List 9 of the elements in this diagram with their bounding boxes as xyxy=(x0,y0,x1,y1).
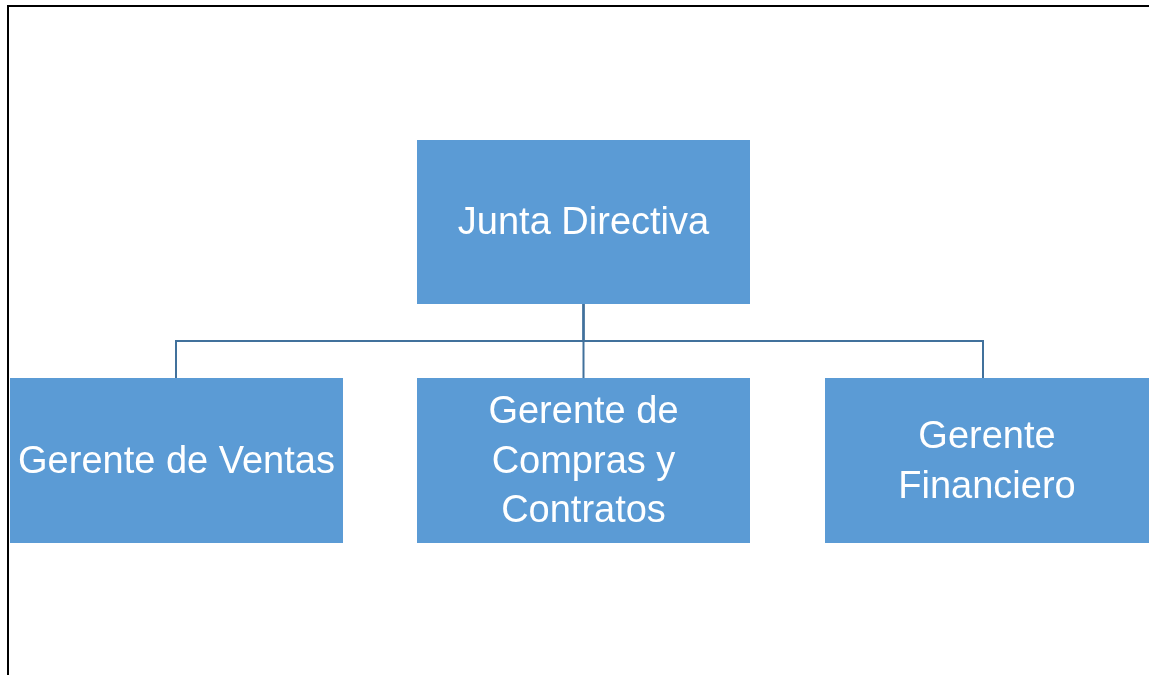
connector-line xyxy=(582,303,984,379)
org-chart-box xyxy=(417,378,750,543)
org-chart-box xyxy=(417,140,750,304)
box-label: Gerente de Compras y Contratos xyxy=(487,388,680,533)
org-chart-box xyxy=(10,378,343,543)
box-label: Junta Directiva xyxy=(457,199,710,245)
org-chart-box xyxy=(825,378,1149,543)
box-label: Gerente Financiero xyxy=(897,413,1077,508)
box-label: Gerente de Ventas xyxy=(18,437,335,483)
